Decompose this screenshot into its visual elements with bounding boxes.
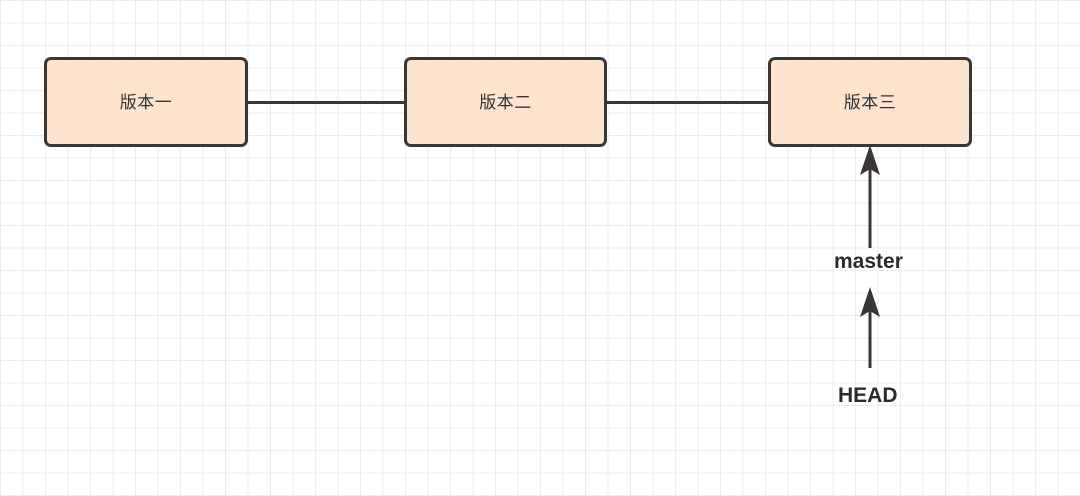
commit-node-1-label: 版本一 bbox=[119, 92, 173, 112]
ref-label-master[interactable]: master bbox=[834, 250, 903, 273]
commit-node-2-label: 版本二 bbox=[479, 92, 532, 112]
commit-node-2[interactable]: 版本二 bbox=[404, 57, 607, 147]
connector-commit1-commit2 bbox=[246, 101, 406, 104]
connector-commit2-commit3 bbox=[605, 101, 770, 104]
arrow-master-to-commit3-icon bbox=[860, 145, 880, 248]
commit-node-3[interactable]: 版本三 bbox=[768, 57, 972, 147]
arrow-head-to-master-icon bbox=[860, 287, 880, 368]
commit-node-1[interactable]: 版本一 bbox=[44, 57, 248, 147]
commit-node-3-label: 版本三 bbox=[843, 92, 897, 112]
ref-label-head[interactable]: HEAD bbox=[838, 384, 898, 407]
